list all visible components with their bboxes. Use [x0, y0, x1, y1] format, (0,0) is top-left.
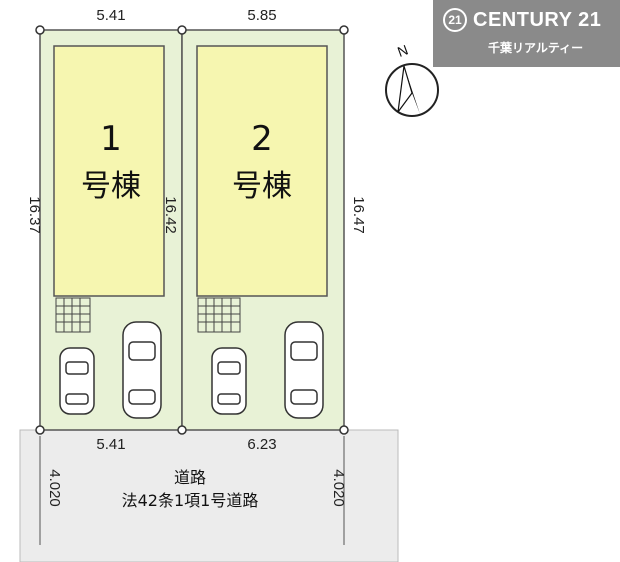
century21-logo: 21 CENTURY 21 千葉リアルティー — [433, 0, 620, 67]
road-type: 法42条1項1号道路 — [122, 491, 259, 510]
century21-wordmark-row: 21 CENTURY 21 — [443, 8, 601, 32]
boundary-pins — [35, 25, 349, 435]
road-name: 道路 — [174, 468, 206, 487]
lot-2-deck — [197, 297, 241, 333]
lot-2-bottom-width: 6.23 — [247, 436, 276, 453]
north-arrow-icon: N — [385, 41, 439, 117]
shared-boundary-depth: 16.42 — [162, 196, 179, 234]
lot-2-right-depth: 16.47 — [350, 196, 367, 234]
lot-1-number: 1 — [100, 119, 122, 159]
lot-2-building — [196, 45, 328, 297]
lot-1-car-small — [59, 347, 95, 415]
lot-1-left-depth: 16.37 — [26, 196, 43, 234]
lot-2-car-large — [284, 321, 324, 419]
lot-2-top-width: 5.85 — [247, 7, 276, 24]
lot-2-number: 2 — [251, 119, 273, 159]
brand-subtitle: 千葉リアルティー — [488, 41, 584, 55]
lot-1-building — [53, 45, 165, 297]
lot-1-top-width: 5.41 — [96, 7, 125, 24]
lot-1-deck — [55, 297, 91, 333]
century21-emblem-icon: 21 — [443, 8, 467, 32]
road-width-left: 4.020 — [46, 469, 63, 507]
road-width-right: 4.020 — [330, 469, 347, 507]
road-area — [19, 429, 399, 562]
compass-north-label: N — [395, 41, 410, 59]
lot-2-label: 号棟 — [232, 169, 292, 204]
lot-1-label: 号棟 — [81, 169, 141, 204]
lot-1-bottom-width: 5.41 — [96, 436, 125, 453]
brand-name: CENTURY 21 — [473, 8, 602, 31]
lot-1-car-large — [122, 321, 162, 419]
road-dimension-lines — [39, 436, 345, 545]
lot-2-car-small — [211, 347, 247, 415]
